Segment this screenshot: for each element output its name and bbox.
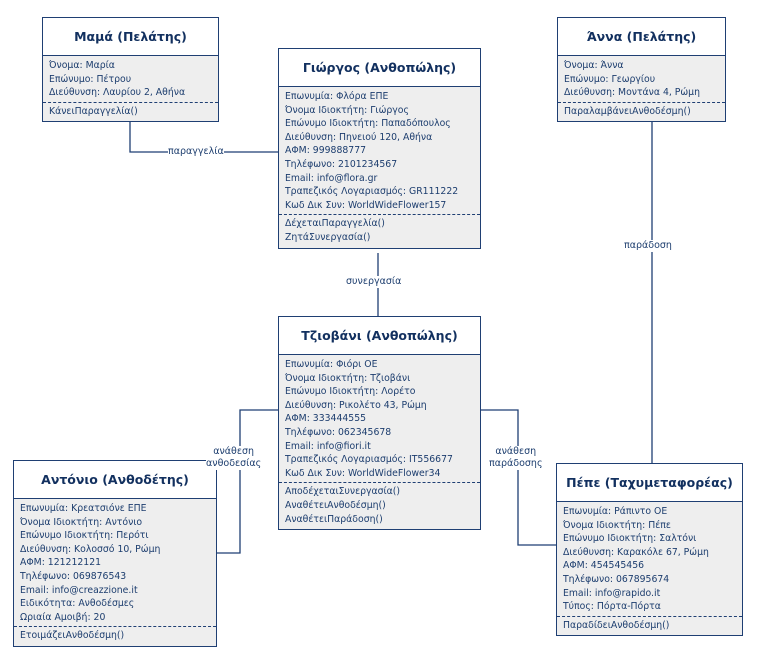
operation: ΔέχεταιΠαραγγελία() xyxy=(285,218,385,230)
class-title: Τζιοβάνι (Ανθοπώλης) xyxy=(279,317,480,355)
class-title: Άννα (Πελάτης) xyxy=(558,18,725,56)
attribute: Ωριαία Αμοιβή: 20 xyxy=(20,611,106,623)
attribute: Email: info@flora.gr xyxy=(285,172,378,184)
attribute: Τηλέφωνο: 062345678 xyxy=(285,426,392,438)
operation: ΕτοιμάζειΑνθοδέσμη() xyxy=(20,630,125,642)
attributes-compartment: Επωνυμία: Φλόρα ΕΠΕ Όνομα Ιδιοκτήτη: Γιώ… xyxy=(279,87,480,215)
operations-compartment: ΠαραλαμβάνειΑνθοδέσμη() xyxy=(558,101,725,122)
delivery-label: παράδοση xyxy=(624,240,672,252)
class-box-mama: Μαμά (Πελάτης) Όνομα: Μαρία Επώνυμο: Πέτ… xyxy=(42,17,219,123)
attribute: Διεύθυνση: Κολοσσό 10, Ρώμη xyxy=(20,543,161,555)
class-title: Πέπε (Ταχυμεταφορέας) xyxy=(557,464,742,502)
attribute: Τύπος: Πόρτα-Πόρτα xyxy=(563,601,661,613)
assign-delivery-label: ανάθεση παράδοσης xyxy=(489,446,543,470)
operation: ΠαραδίδειΑνθοδέσμη() xyxy=(563,619,670,631)
assign-delivery-connector xyxy=(480,409,556,546)
attribute: ΑΦΜ: 454545456 xyxy=(563,560,645,572)
class-title: Μαμά (Πελάτης) xyxy=(43,18,218,56)
class-box-antonio: Αντόνιο (Ανθοδέτης) Επωνυμία: Κρεατσιόνε… xyxy=(13,460,217,647)
attribute: Διεύθυνση: Λαυρίου 2, Αθήνα xyxy=(49,87,186,99)
attribute: Ειδικότητα: Ανθοδέσμες xyxy=(20,598,135,610)
assign-bouquet-connector xyxy=(217,409,278,554)
collaboration-label: συνεργασία xyxy=(346,276,402,288)
attributes-compartment: Επωνυμία: Κρεατσιόνε ΕΠΕ Όνομα Ιδιοκτήτη… xyxy=(14,499,216,627)
class-box-anna: Άννα (Πελάτης) Όνομα: Άννα Επώνυμο: Γεωρ… xyxy=(557,17,726,123)
attribute: Email: info@fiori.it xyxy=(285,440,371,452)
attributes-compartment: Επωνυμία: Φιόρι ΟΕ Όνομα Ιδιοκτήτη: Τζιο… xyxy=(279,355,480,483)
operations-compartment: ΑποδέχεταιΣυνεργασία() ΑναθέτειΑνθοδέσμη… xyxy=(279,482,480,530)
attribute: Τηλέφωνο: 2101234567 xyxy=(285,158,398,170)
attribute: Email: info@rapido.it xyxy=(563,587,661,599)
attribute: Διεύθυνση: Ρικολέτο 43, Ρώμη xyxy=(285,399,427,411)
attribute: Επώνυμο: Γεωργίου xyxy=(564,73,656,85)
attribute: Όνομα: Μαρία xyxy=(49,60,115,71)
attribute: Επώνυμο Ιδιοκτήτη: Λορέτο xyxy=(285,386,416,398)
attribute: Τραπεζικός Λογαριασμός: GR111222 xyxy=(285,186,459,198)
attribute: Επωνυμία: Φιόρι ΟΕ xyxy=(285,359,378,370)
attribute: Επώνυμο Ιδιοκτήτη: Παπαδόπουλος xyxy=(285,118,451,130)
attribute: Όνομα Ιδιοκτήτη: Πέπε xyxy=(563,519,671,531)
class-box-giovanni: Τζιοβάνι (Ανθοπώλης) Επωνυμία: Φιόρι ΟΕ … xyxy=(278,316,481,531)
attribute: Τραπεζικός Λογαριασμός: IT556677 xyxy=(285,454,453,466)
operation: ΑναθέτειΑνθοδέσμη() xyxy=(285,499,386,511)
class-title: Αντόνιο (Ανθοδέτης) xyxy=(14,461,216,499)
order-connector xyxy=(129,121,278,153)
attribute: Email: info@creazzione.it xyxy=(20,584,138,596)
operation: ΑποδέχεταιΣυνεργασία() xyxy=(285,486,401,498)
operation: ΚάνειΠαραγγελία() xyxy=(49,105,138,117)
attribute: ΑΦΜ: 333444555 xyxy=(285,413,367,425)
attribute: Επωνυμία: Ράπιντο ΟΕ xyxy=(563,506,668,517)
attributes-compartment: Όνομα: Μαρία Επώνυμο: Πέτρου Διεύθυνση: … xyxy=(43,56,218,102)
attribute: Διεύθυνση: Καρακόλε 67, Ρώμη xyxy=(563,546,709,558)
operations-compartment: ΔέχεταιΠαραγγελία() ΖητάΣυνεργασία() xyxy=(279,214,480,248)
attribute: Επώνυμο: Πέτρου xyxy=(49,73,132,85)
operation: ΠαραλαμβάνειΑνθοδέσμη() xyxy=(564,105,691,117)
operations-compartment: ΠαραδίδειΑνθοδέσμη() xyxy=(557,615,742,636)
operation: ΑναθέτειΠαράδοση() xyxy=(285,513,383,525)
attribute: Όνομα Ιδιοκτήτη: Αντόνιο xyxy=(20,516,143,528)
class-box-pepe: Πέπε (Ταχυμεταφορέας) Επωνυμία: Ράπιντο … xyxy=(556,463,743,637)
attribute: Επωνυμία: Κρεατσιόνε ΕΠΕ xyxy=(20,503,147,514)
assign-bouquet-label: ανάθεση ανθοδεσίας xyxy=(206,446,262,470)
attribute: Κωδ Δικ Συν: WorldWideFlower34 xyxy=(285,467,441,479)
attribute: ΑΦΜ: 999888777 xyxy=(285,145,367,157)
attribute: Επώνυμο Ιδιοκτήτη: Σαλτόνι xyxy=(563,533,697,545)
attribute: Κωδ Δικ Συν: WorldWideFlower157 xyxy=(285,199,447,211)
attribute: Όνομα: Άννα xyxy=(564,60,624,71)
attribute: Επώνυμο Ιδιοκτήτη: Περότι xyxy=(20,530,149,542)
attribute: Τηλέφωνο: 069876543 xyxy=(20,570,127,582)
attribute: Επωνυμία: Φλόρα ΕΠΕ xyxy=(285,91,389,102)
attribute: Τηλέφωνο: 067895674 xyxy=(563,573,670,585)
class-box-giorgos: Γιώργος (Ανθοπώλης) Επωνυμία: Φλόρα ΕΠΕ … xyxy=(278,48,481,249)
attributes-compartment: Όνομα: Άννα Επώνυμο: Γεωργίου Διεύθυνση:… xyxy=(558,56,725,102)
attribute: Διεύθυνση: Πηνειού 120, Αθήνα xyxy=(285,131,433,143)
attributes-compartment: Επωνυμία: Ράπιντο ΟΕ Όνομα Ιδιοκτήτη: Πέ… xyxy=(557,502,742,616)
order-label: παραγγελία xyxy=(168,146,224,158)
operations-compartment: ΕτοιμάζειΑνθοδέσμη() xyxy=(14,626,216,646)
attribute: Διεύθυνση: Μοντάνα 4, Ρώμη xyxy=(564,87,700,99)
attribute: Όνομα Ιδιοκτήτη: Γιώργος xyxy=(285,104,409,116)
attribute: Όνομα Ιδιοκτήτη: Τζιοβάνι xyxy=(285,372,411,384)
operations-compartment: ΚάνειΠαραγγελία() xyxy=(43,101,218,122)
class-title: Γιώργος (Ανθοπώλης) xyxy=(279,49,480,87)
operation: ΖητάΣυνεργασία() xyxy=(285,231,371,243)
attribute: ΑΦΜ: 121212121 xyxy=(20,557,102,569)
